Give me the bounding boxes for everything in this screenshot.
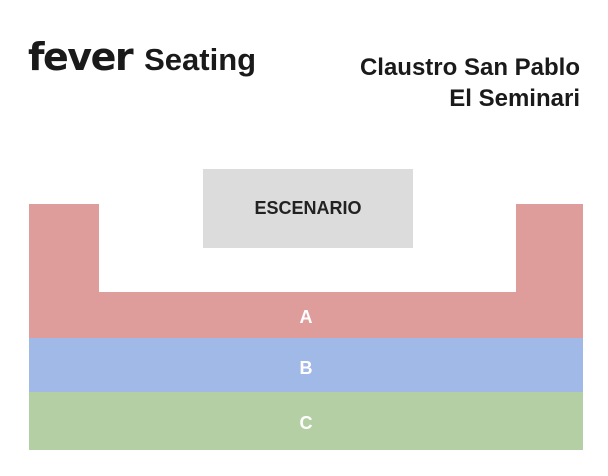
zone-c-label: C (299, 413, 313, 433)
brand-subtitle: Seating (144, 42, 257, 77)
stage-label: ESCENARIO (254, 198, 362, 218)
zone-b-label: B (299, 358, 313, 378)
fever-logo: fever (28, 35, 134, 79)
venue-line-1: Claustro San Pablo (359, 54, 580, 81)
zone-c-area[interactable] (29, 392, 583, 450)
zone-a-label: A (299, 307, 313, 327)
venue-name: Claustro San Pablo El Seminari (360, 52, 580, 114)
venue-line-2: El Seminari (449, 85, 580, 112)
zone-a-area[interactable] (29, 204, 583, 338)
stage-area (203, 169, 413, 248)
brand-header: fever Seating (28, 38, 256, 76)
zone-b-area[interactable] (29, 338, 583, 392)
